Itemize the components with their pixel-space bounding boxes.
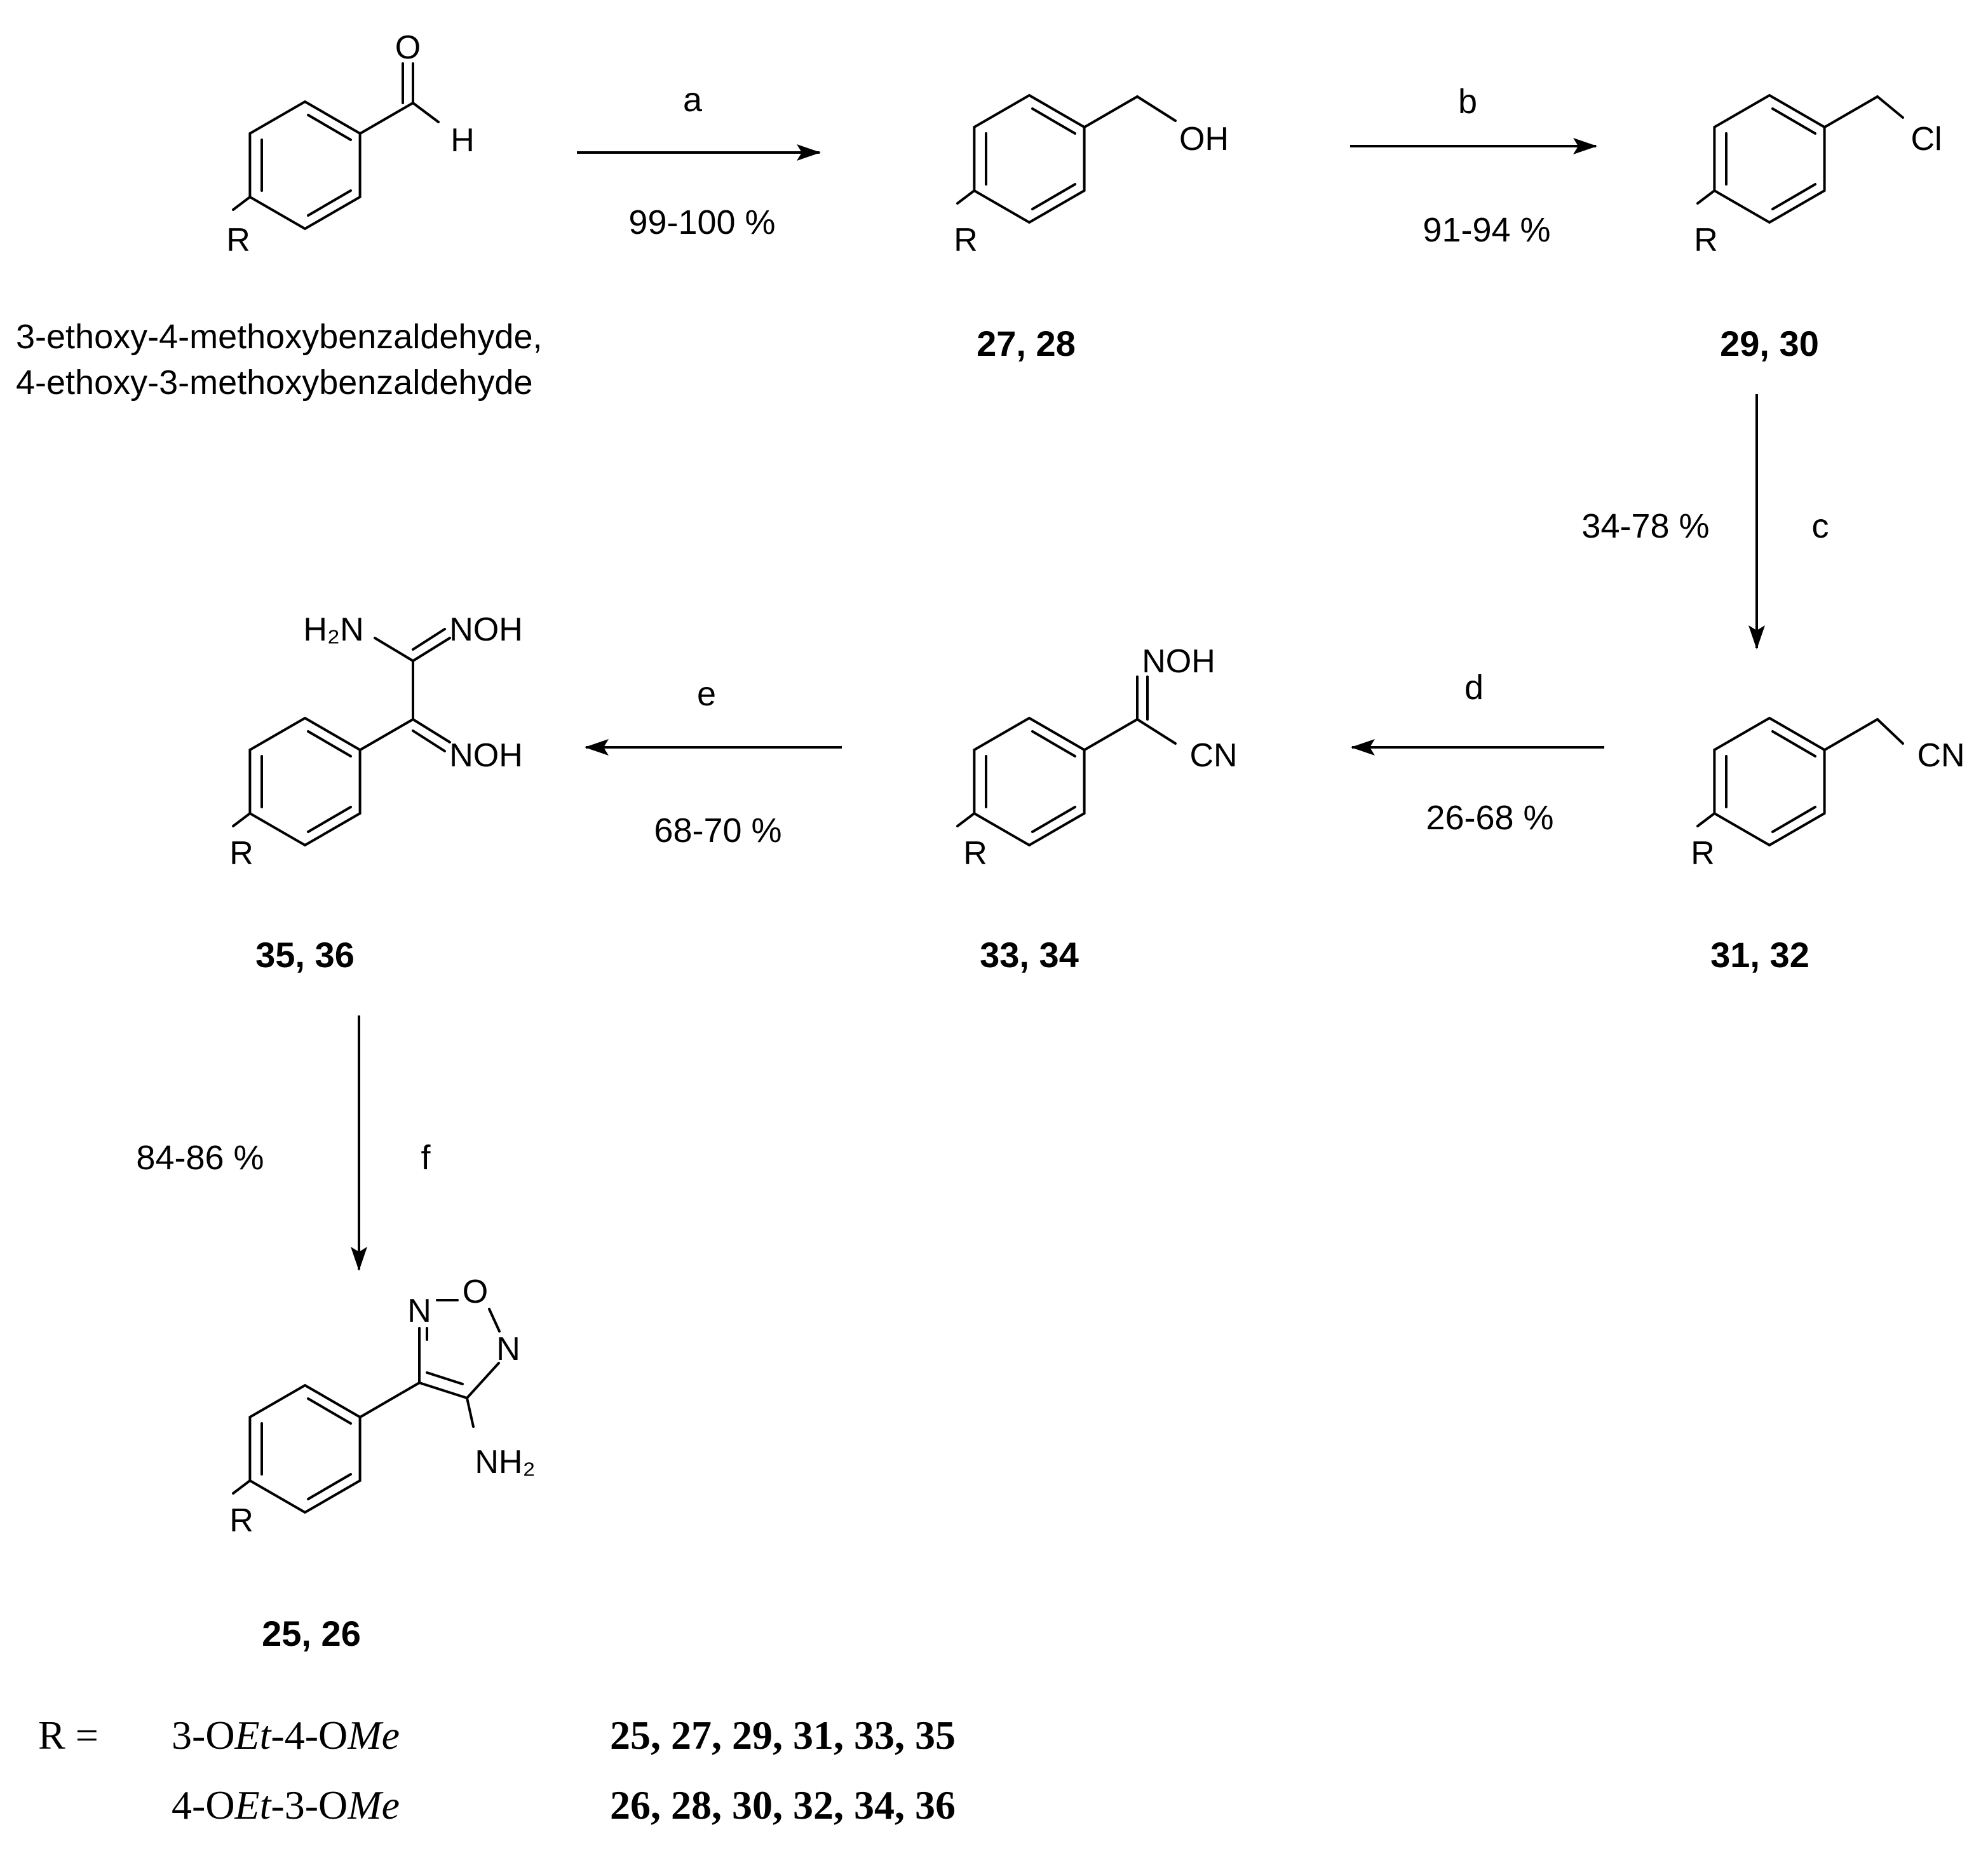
compounds-row-1: 25, 27, 29, 31, 33, 35: [610, 1713, 956, 1758]
substituent-row-2: 4-OEt-3-OMe: [172, 1782, 400, 1828]
atom-oxygen: O: [395, 29, 421, 66]
atom-amine: H₂N: [303, 611, 363, 648]
reagent-label: e: [697, 675, 716, 713]
step-b-arrow: b 91-94 %: [1350, 83, 1597, 249]
compound-label-alcohol: 27, 28: [977, 323, 1076, 363]
r-group: R: [1691, 835, 1715, 872]
hydroxyimino-nitrile-structure: NOH CN R: [956, 643, 1238, 872]
reagent-label: c: [1812, 507, 1829, 545]
alcohol-structure: OH R: [954, 94, 1229, 259]
r-group: R: [1694, 222, 1718, 259]
yield-label: 91-94 %: [1423, 211, 1550, 249]
atom-oxime-lower: NOH: [449, 737, 523, 774]
r-group: R: [963, 835, 987, 872]
atom-amine: NH₂: [475, 1444, 535, 1481]
atom-ring-nitrogen-2: N: [496, 1331, 520, 1368]
starting-material-name-1: 3-ethoxy-4-methoxybenzaldehyde,: [16, 318, 542, 356]
atom-ring-oxygen: O: [463, 1273, 488, 1310]
r-group: R: [954, 222, 978, 259]
step-c-arrow: 34-78 % c: [1581, 394, 1829, 649]
yield-label: 34-78 %: [1581, 507, 1709, 545]
r-group: R: [229, 835, 254, 872]
atom-nitrile: CN: [1917, 737, 1964, 774]
atom-oxime: NOH: [1142, 643, 1215, 680]
atom-ring-nitrogen-1: N: [407, 1293, 431, 1329]
reagent-label: f: [421, 1139, 431, 1177]
compound-label-oxime: 33, 34: [980, 935, 1079, 975]
yield-label: 26-68 %: [1426, 799, 1553, 837]
atom-nitrile: CN: [1189, 737, 1237, 774]
step-d-arrow: d 26-68 %: [1351, 669, 1604, 837]
r-substituent-table: R = 3-OEt-4-OMe 25, 27, 29, 31, 33, 35 4…: [38, 1713, 956, 1828]
yield-label: 84-86 %: [136, 1139, 264, 1177]
atom-chlorine: Cl: [1910, 121, 1942, 158]
aminofurazan-structure: N O N NH₂ R: [229, 1273, 535, 1539]
reagent-label: b: [1458, 83, 1477, 121]
compound-label-chloride: 29, 30: [1720, 323, 1819, 363]
reagent-label: d: [1464, 669, 1484, 707]
step-a-arrow: a 99-100 %: [577, 81, 821, 241]
r-group: R: [226, 222, 250, 259]
yield-label: 68-70 %: [654, 811, 781, 850]
compound-label-furazan: 25, 26: [262, 1613, 361, 1653]
compounds-row-2: 26, 28, 30, 32, 34, 36: [610, 1782, 956, 1828]
starting-aldehyde-structure: O H R: [226, 29, 475, 259]
substituent-row-1: 3-OEt-4-OMe: [172, 1713, 400, 1758]
amidoxime-structure: NOH NOH H₂N R: [229, 611, 523, 872]
compound-label-nitrile: 31, 32: [1710, 935, 1809, 975]
yield-label: 99-100 %: [628, 203, 775, 241]
atom-hydroxyl: OH: [1179, 121, 1229, 158]
benzyl-chloride-structure: Cl R: [1694, 94, 1942, 259]
atom-hydrogen: H: [450, 122, 475, 159]
reagent-label: a: [683, 81, 703, 119]
step-e-arrow: e 68-70 %: [585, 675, 842, 850]
starting-material-name-2: 4-ethoxy-3-methoxybenzaldehyde: [16, 363, 532, 402]
r-group: R: [229, 1502, 254, 1539]
atom-oxime-upper: NOH: [449, 611, 523, 648]
step-f-arrow: 84-86 % f: [136, 1015, 431, 1271]
benzyl-nitrile-structure: CN R: [1691, 717, 1965, 872]
compound-label-amidoxime: 35, 36: [255, 935, 355, 975]
r-equals-label: R =: [38, 1713, 98, 1758]
